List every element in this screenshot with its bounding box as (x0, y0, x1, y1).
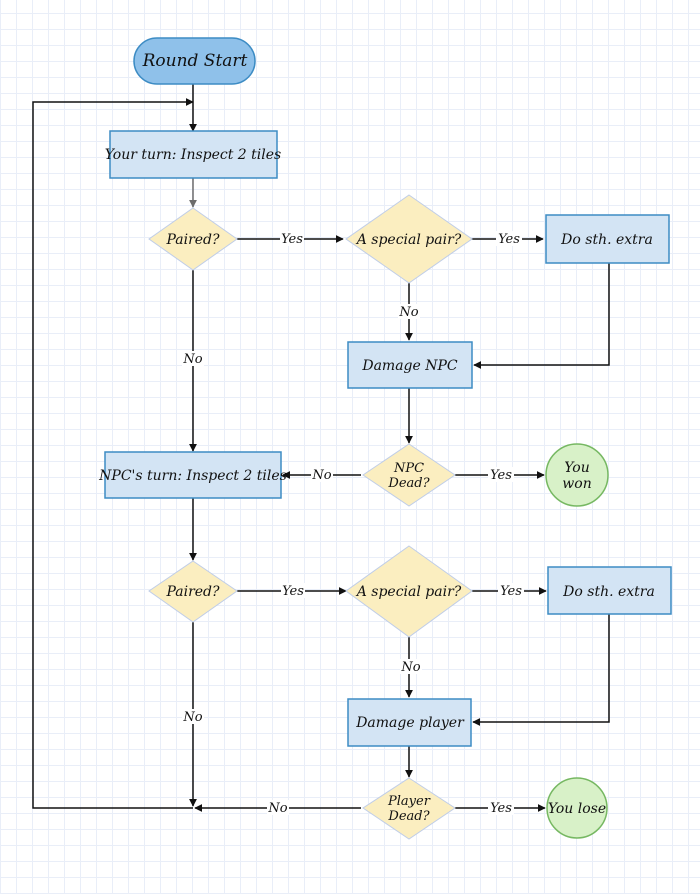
edge-loop-back (32, 98, 194, 809)
special-pair-1-label: A special pair? (355, 232, 462, 248)
edge-extra1-to-damagenpc (473, 263, 610, 369)
damage-npc-label: Damage NPC (361, 358, 458, 374)
node-paired-2: Paired? (148, 560, 238, 623)
you-won-label-line2: won (562, 476, 591, 492)
edge-label-paired1-yes: Yes (281, 232, 303, 247)
edge-label-playerdead-no: No (267, 801, 287, 816)
node-special-pair-2: A special pair? (345, 545, 473, 638)
edge-label-special2-yes: Yes (500, 584, 522, 599)
paired-1-label: Paired? (165, 232, 220, 248)
do-extra-1-label: Do sth. extra (560, 232, 653, 248)
damage-player-label: Damage player (355, 715, 465, 731)
node-you-lose: You lose (546, 777, 608, 839)
edge-label-special1-yes: Yes (498, 232, 520, 247)
npc-dead-label-line2: Dead? (387, 476, 430, 491)
edge-labels: Yes Yes No No No Yes Yes Yes No No No Ye… (182, 231, 524, 816)
node-do-extra-1: Do sth. extra (545, 214, 670, 264)
node-player-dead: Player Dead? (362, 777, 456, 840)
npc-dead-label-line1: NPC (393, 461, 424, 476)
edge-label-npcdead-yes: Yes (490, 468, 512, 483)
node-your-turn: Your turn: Inspect 2 tiles (105, 130, 281, 179)
edge-label-paired1-no: No (182, 352, 202, 367)
round-start-label: Round Start (142, 51, 248, 71)
node-do-extra-2: Do sth. extra (547, 566, 672, 615)
node-npc-dead: NPC Dead? (362, 443, 456, 507)
node-round-start: Round Start (133, 37, 256, 85)
you-lose-label: You lose (548, 801, 606, 817)
node-npc-turn: NPC's turn: Inspect 2 tiles (98, 451, 287, 499)
edge-label-npcdead-no: No (311, 468, 331, 483)
node-you-won: You won (545, 443, 609, 507)
edge-extra2-to-damageplayer (472, 614, 610, 726)
npc-turn-label: NPC's turn: Inspect 2 tiles (98, 468, 287, 484)
edge-label-paired2-yes: Yes (282, 584, 304, 599)
edge-label-special1-no: No (398, 305, 418, 320)
special-pair-2-label: A special pair? (355, 584, 462, 600)
player-dead-label-line1: Player (387, 794, 431, 809)
edge-label-special2-no: No (400, 660, 420, 675)
edge-label-playerdead-yes: Yes (490, 801, 512, 816)
player-dead-label-line2: Dead? (387, 809, 430, 824)
paired-2-label: Paired? (165, 584, 220, 600)
do-extra-2-label: Do sth. extra (562, 584, 655, 600)
edges (32, 84, 610, 812)
node-paired-1: Paired? (148, 207, 238, 271)
node-special-pair-1: A special pair? (345, 194, 473, 284)
node-damage-npc: Damage NPC (347, 341, 473, 389)
your-turn-label: Your turn: Inspect 2 tiles (105, 147, 281, 163)
edge-label-paired2-no: No (182, 710, 202, 725)
node-damage-player: Damage player (347, 698, 472, 747)
you-won-label-line1: You (564, 460, 589, 476)
